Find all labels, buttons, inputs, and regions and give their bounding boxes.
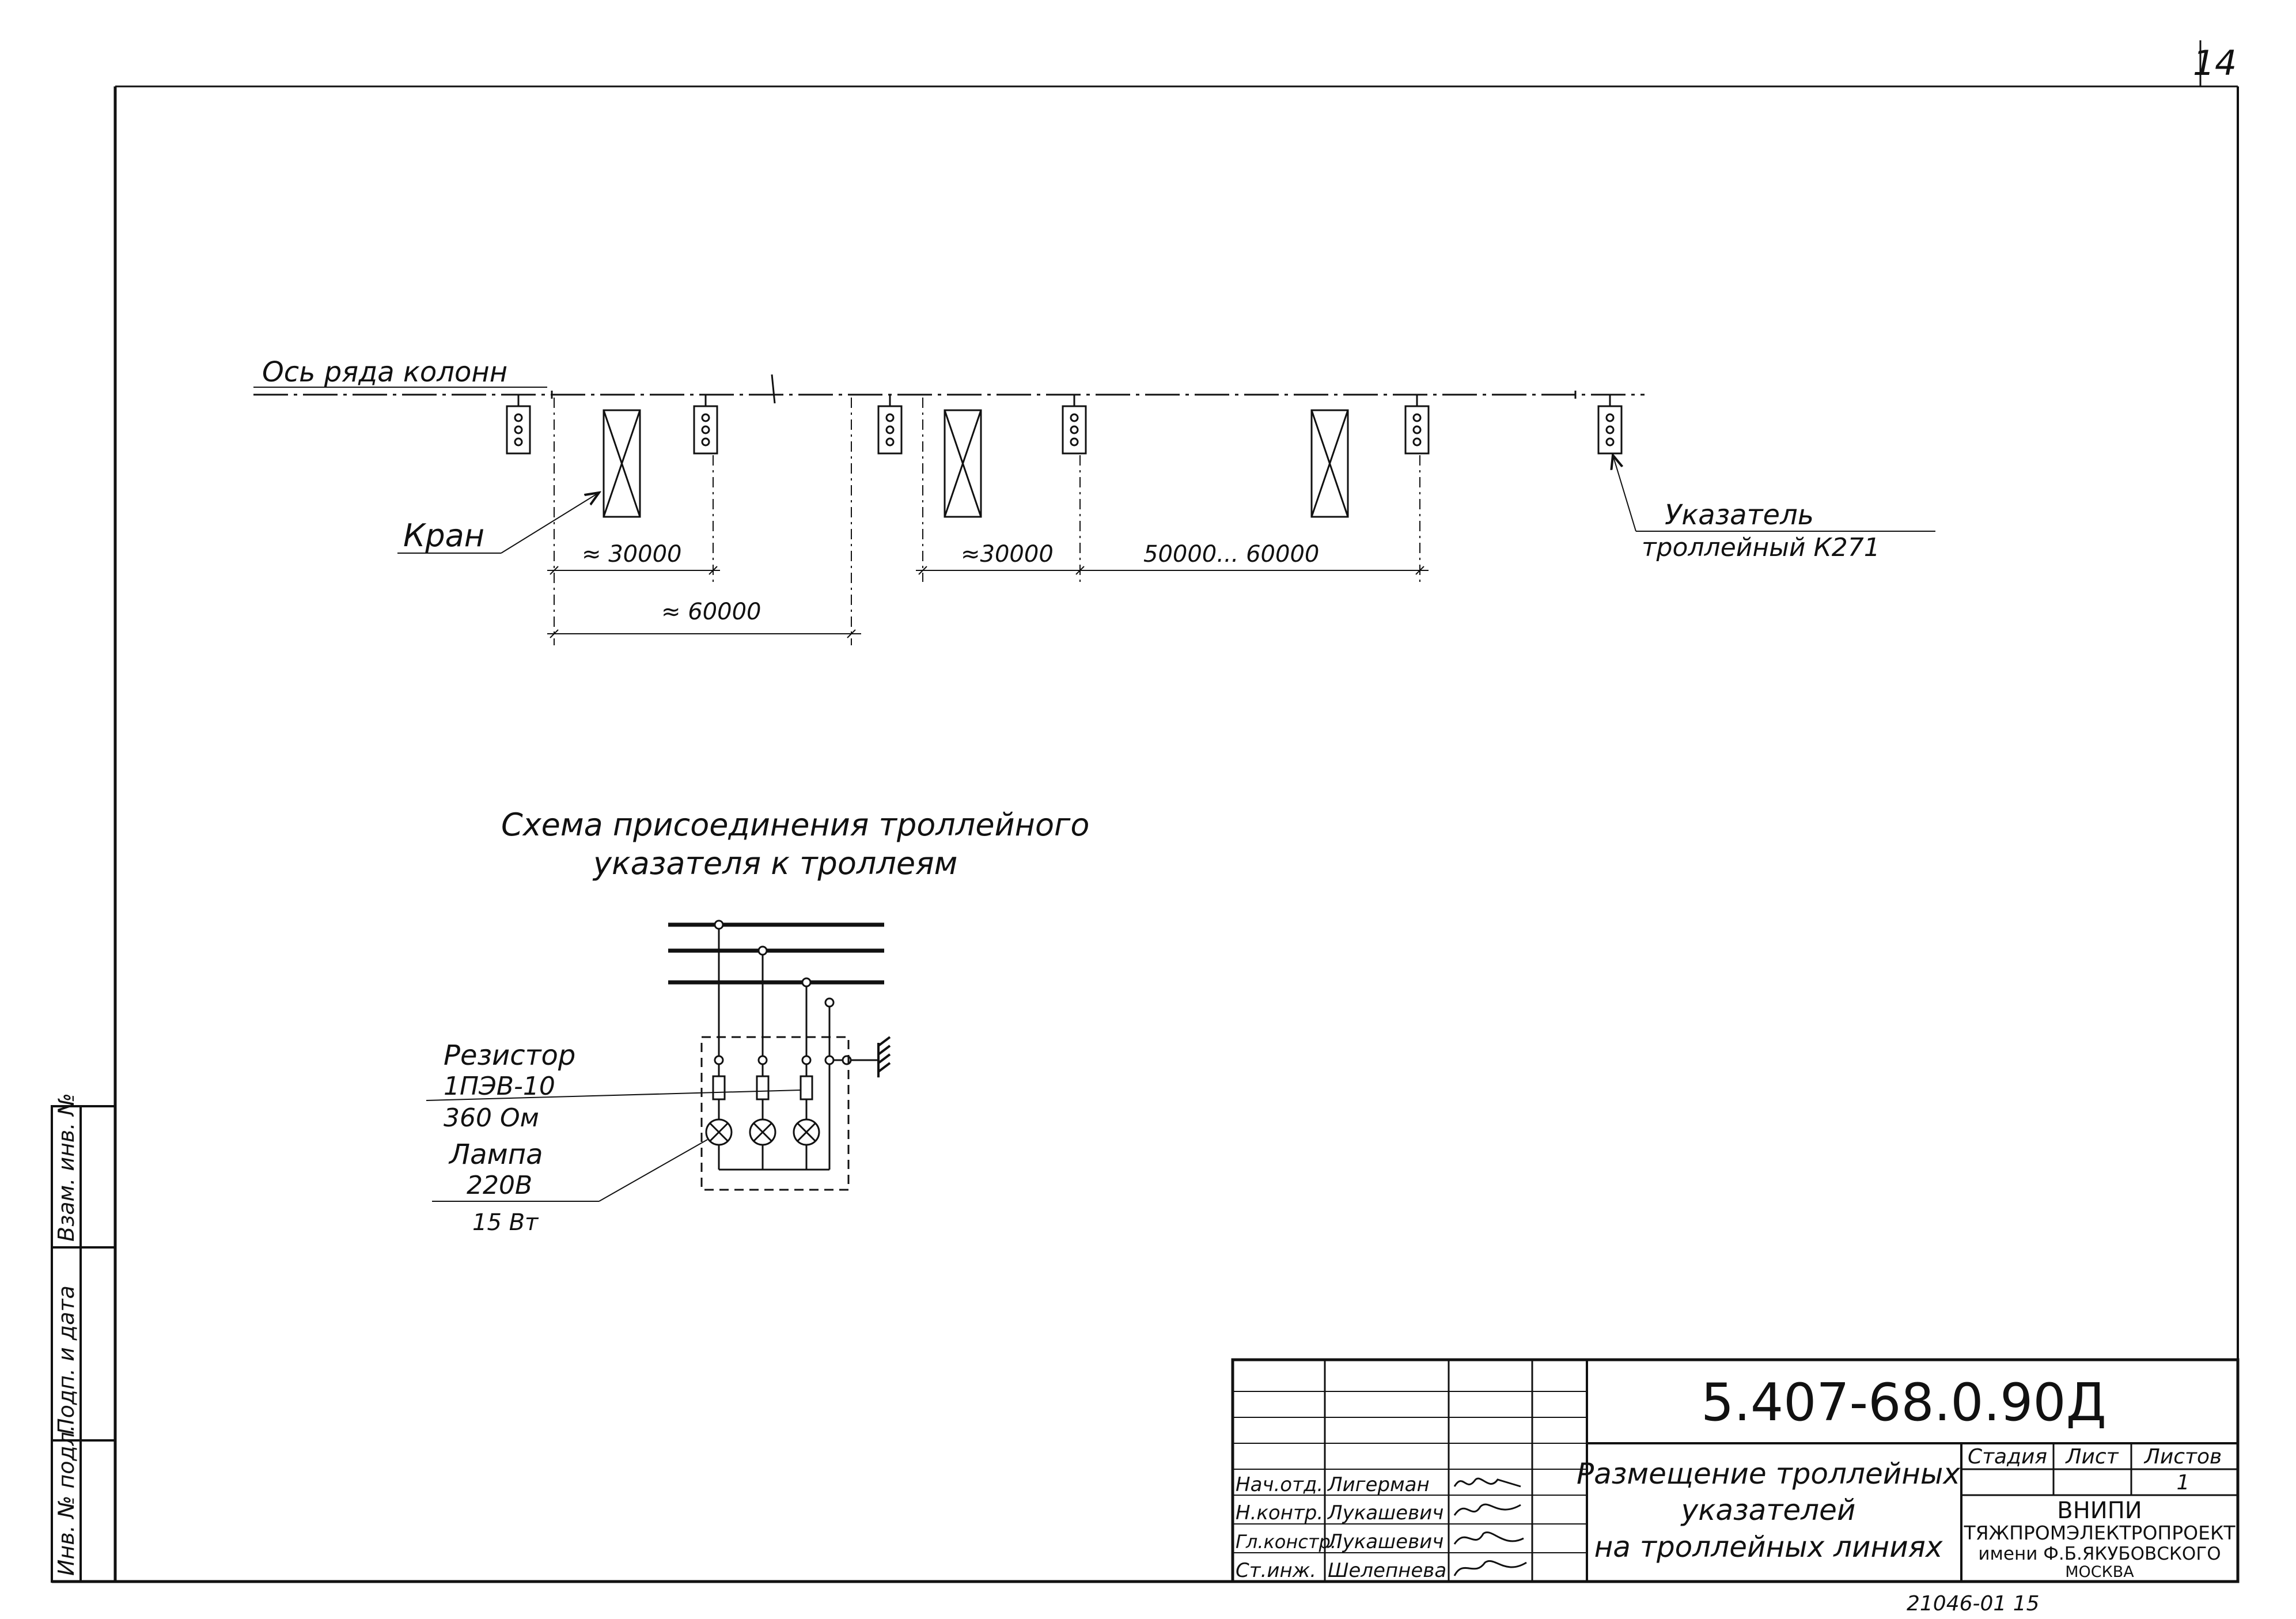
- trolley-indicator-5: [1404, 395, 1430, 455]
- trolley-indicators: [506, 395, 1623, 455]
- indicator-label-line1: Указатель: [1665, 499, 1814, 531]
- axis-label: Ось ряда колонн: [262, 356, 507, 388]
- resistor-value: 360 Ом: [444, 1103, 539, 1133]
- lamp-power: 15 Вт: [472, 1209, 539, 1236]
- role-4: Ст.инж.: [1236, 1559, 1316, 1582]
- sheet-frame: [52, 40, 2239, 1583]
- side-stamp-vzam-inv: Взам. инв. №: [54, 1093, 79, 1242]
- lamps: [705, 1118, 820, 1146]
- doc-number: 5.407-68.0.90Д: [1701, 1372, 2106, 1433]
- circuit-wiring: [712, 920, 878, 1171]
- lamp-voltage: 220В: [467, 1171, 532, 1200]
- sheets-header: Листов: [2143, 1445, 2222, 1469]
- org-line2: ТЯЖПРОМЭЛЕКТРОПРОЕКТ: [1963, 1522, 2236, 1544]
- name-4: Шелепнева: [1328, 1559, 1446, 1582]
- name-2: Лукашевич: [1327, 1501, 1443, 1525]
- crane-2: [944, 409, 982, 518]
- trolley-indicator-3: [877, 395, 903, 455]
- trolley-indicator-4: [1062, 395, 1087, 455]
- title-block: [1231, 1358, 2240, 1583]
- trolley-indicator-6: [1597, 395, 1623, 455]
- name-3: Лукашевич: [1327, 1530, 1443, 1553]
- trolley-indicator-1: [506, 395, 531, 455]
- signature-3: [1453, 1531, 1524, 1545]
- doc-title-line1: Размещение троллейных: [1577, 1457, 1960, 1491]
- signature-1: [1453, 1477, 1521, 1488]
- org-line4: МОСКВА: [2065, 1563, 2134, 1581]
- dim-50000: 50000... 60000: [1143, 541, 1319, 568]
- lamp-2: [749, 1118, 776, 1146]
- org-line1: ВНИПИ: [2057, 1497, 2142, 1524]
- doc-title-line2: указателей: [1680, 1493, 1856, 1527]
- side-stamp-inv-podl: Инв. № подл.: [54, 1425, 79, 1576]
- role-2: Н.контр.: [1236, 1501, 1323, 1525]
- role-1: Нач.отд.: [1236, 1473, 1323, 1496]
- crane-3: [1310, 409, 1349, 518]
- sheet-header: Лист: [2064, 1445, 2119, 1469]
- crane-label: Кран: [403, 517, 484, 554]
- signature-2: [1453, 1503, 1521, 1516]
- page-number: 14: [2193, 43, 2237, 84]
- sheet-value: 1: [2177, 1471, 2190, 1495]
- signatures: [1453, 1477, 1527, 1576]
- schematic-title-line2: указателя к троллеям: [592, 845, 957, 882]
- layout-plan: Ось ряда колонн Кран Указатель троллейны…: [253, 356, 1935, 645]
- indicator-label-line2: троллейный К271: [1642, 533, 1880, 562]
- schematic-title-line1: Схема присоединения троллейного: [501, 807, 1089, 843]
- stage-header: Стадия: [1968, 1445, 2047, 1469]
- trolley-buses: [668, 922, 884, 985]
- trolley-indicator-2: [693, 395, 718, 455]
- crane-1: [603, 409, 641, 518]
- dim-30000-a: ≈ 30000: [582, 541, 681, 568]
- lamp-1: [705, 1118, 733, 1146]
- cranes: [603, 409, 1349, 518]
- dim-30000-b: ≈30000: [961, 541, 1054, 568]
- lamp-3: [793, 1118, 820, 1146]
- resistor-2: [756, 1075, 770, 1100]
- org-line3: имени Ф.Б.ЯКУБОВСКОГО: [1978, 1544, 2221, 1564]
- resistor-type: 1ПЭВ-10: [444, 1072, 555, 1101]
- dim-60000: ≈ 60000: [661, 599, 761, 625]
- dimension-lines: [547, 398, 1429, 645]
- signature-4: [1453, 1560, 1527, 1576]
- lamp-label: Лампа: [448, 1138, 543, 1171]
- doc-title-line3: на троллейных линиях: [1594, 1530, 1943, 1564]
- side-stamp-podp-data: Подп. и дата: [54, 1285, 79, 1435]
- resistor-label: Резистор: [444, 1039, 575, 1072]
- resistor-3: [800, 1075, 813, 1100]
- schematic: Схема присоединения троллейного указател…: [426, 807, 1089, 1236]
- name-1: Лигерман: [1327, 1473, 1430, 1496]
- side-stamp: [51, 1105, 116, 1583]
- sheet-code-bottom: 21046-01 15: [1907, 1592, 2040, 1616]
- role-3: Гл.констр.: [1236, 1531, 1336, 1553]
- resistor-1: [712, 1075, 726, 1100]
- ground-icon: [877, 1036, 891, 1077]
